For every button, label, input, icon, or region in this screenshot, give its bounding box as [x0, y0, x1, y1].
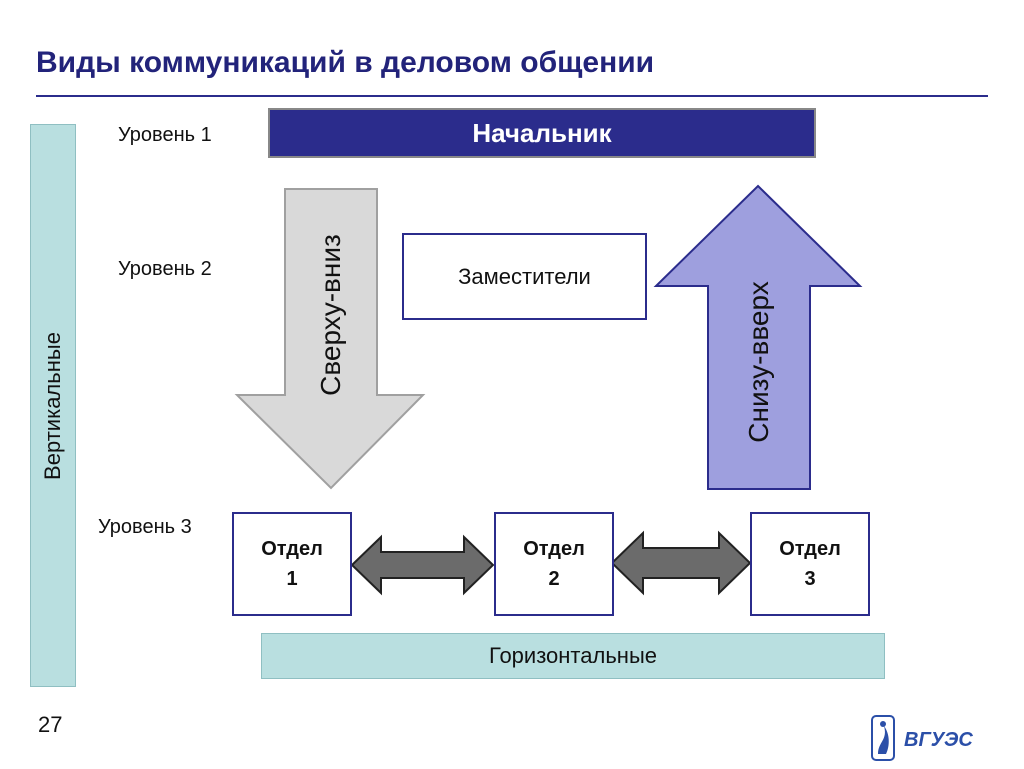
department-1-label: Отдел: [261, 538, 323, 560]
department-2-box: Отдел 2: [494, 512, 614, 616]
page-number: 27: [38, 712, 63, 737]
level-2-label: Уровень 2: [118, 258, 212, 280]
svg-text:ВГУЭС: ВГУЭС: [904, 729, 973, 751]
slide-title: Виды коммуникаций в деловом общении: [36, 46, 655, 79]
double-arrow-2-3: [610, 530, 752, 596]
department-2-label: Отдел: [523, 538, 585, 560]
department-2-number: 2: [548, 568, 560, 590]
deputies-box: Заместители: [402, 233, 647, 320]
department-3-number: 3: [804, 568, 816, 590]
department-3-box: Отдел 3: [750, 512, 870, 616]
arrow-down-label: Сверху-вниз: [315, 234, 346, 396]
department-3-label: Отдел: [779, 538, 841, 560]
double-arrow-1-2: [350, 534, 495, 596]
boss-box: Начальник: [268, 108, 816, 158]
arrow-up-label: Снизу-вверх: [743, 281, 774, 443]
horizontal-communications-bar: Горизонтальные: [261, 633, 885, 679]
up-arrow-shape: [653, 184, 863, 490]
logo-emblem-icon: ВГУЭС: [871, 715, 973, 761]
down-arrow-shape: [234, 188, 426, 490]
title-underline: [36, 95, 988, 97]
level-1-label: Уровень 1: [118, 124, 212, 146]
department-1-number: 1: [286, 568, 298, 590]
vguas-logo: ВГУЭС: [868, 714, 988, 764]
level-3-label: Уровень 3: [98, 516, 192, 538]
department-1-box: Отдел 1: [232, 512, 352, 616]
vertical-communications-bar: Вертикальные: [30, 124, 76, 687]
